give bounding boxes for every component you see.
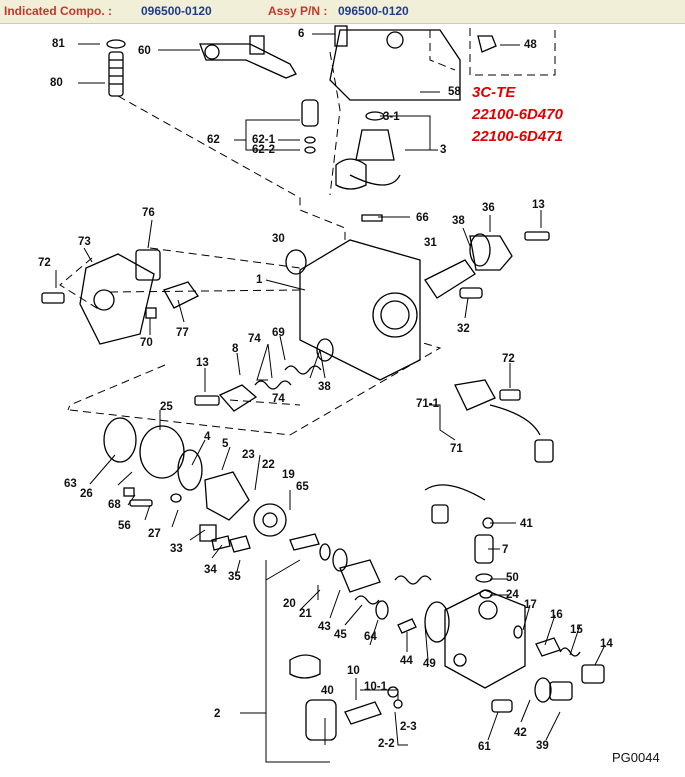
- callout-label: 2: [214, 708, 220, 720]
- callout-label: 74: [248, 333, 261, 345]
- callout-label: 40: [321, 685, 334, 697]
- callout-label: 68: [108, 499, 121, 511]
- callout-label: 31: [424, 237, 437, 249]
- callout-label: 61: [478, 741, 491, 753]
- callout-label: 36: [482, 202, 495, 214]
- callout-label: 7: [502, 544, 508, 556]
- callout-label: 58: [448, 86, 461, 98]
- callout-label: 62: [207, 134, 220, 146]
- callout-label: 3-1: [383, 111, 400, 123]
- callout-label: 49: [423, 658, 436, 670]
- indicated-compo-label: Indicated Compo. :: [4, 4, 112, 18]
- part-number-1: 22100-6D470: [471, 106, 564, 123]
- part-shapes: [41, 25, 605, 741]
- callout-label: 62-1: [252, 134, 276, 146]
- callout-label: 32: [457, 323, 470, 335]
- callout-label: 5: [222, 438, 229, 450]
- assy-pn-value: 096500-0120: [338, 4, 409, 18]
- callout-label: 44: [400, 655, 413, 667]
- callout-label: 30: [272, 233, 285, 245]
- callout-label: 6: [298, 28, 304, 40]
- callout-label: 23: [242, 449, 255, 461]
- callout-label: 3: [440, 144, 446, 156]
- callout-label: 66: [416, 212, 429, 224]
- dashed-guide-lines: [59, 28, 556, 436]
- callout-label: 70: [140, 337, 153, 349]
- callout-label: 33: [170, 543, 183, 555]
- assy-pn-label: Assy P/N :: [268, 4, 328, 18]
- callout-label: 50: [506, 572, 519, 584]
- callout-label: 74: [272, 393, 285, 405]
- callout-label: 73: [78, 236, 91, 248]
- callout-label: 27: [148, 528, 161, 540]
- callout-label: 62-2: [252, 144, 275, 156]
- callout-label: 13: [532, 199, 545, 211]
- engine-model-label: 3C-TE: [472, 84, 516, 101]
- callout-label: 21: [299, 608, 312, 620]
- callout-label: 48: [524, 39, 537, 51]
- callout-label: 2-2: [378, 738, 395, 750]
- callout-label: 38: [318, 381, 331, 393]
- callout-label: 10-1: [364, 681, 388, 693]
- callout-label: 64: [364, 631, 377, 643]
- callout-label: 69: [272, 327, 285, 339]
- callout-label: 2-3: [400, 721, 417, 733]
- indicated-compo-value: 096500-0120: [141, 4, 212, 18]
- callout-label: 41: [520, 518, 533, 530]
- callout-label: 20: [283, 598, 296, 610]
- callout-label: 60: [138, 45, 151, 57]
- callout-label: 4: [204, 431, 211, 443]
- callout-label: 34: [204, 564, 217, 576]
- callout-label: 72: [502, 353, 515, 365]
- callout-label: 13: [196, 357, 209, 369]
- leader-lines: [55, 33, 606, 763]
- callout-label: 26: [80, 488, 93, 500]
- callout-label: 65: [296, 481, 309, 493]
- callout-label: 38: [452, 215, 465, 227]
- callout-label: 71: [450, 443, 463, 455]
- callout-label: 56: [118, 520, 131, 532]
- callout-label: 71-1: [416, 398, 440, 410]
- callout-label: 1: [256, 274, 263, 286]
- callout-label: 17: [524, 599, 537, 611]
- component-header-bar: Indicated Compo. : 096500-0120 Assy P/N …: [0, 0, 685, 24]
- callout-label: 25: [160, 401, 173, 413]
- callout-label: 10: [347, 665, 360, 677]
- part-number-2: 22100-6D471: [471, 128, 563, 145]
- callout-label: 72: [38, 257, 51, 269]
- callout-label: 45: [334, 629, 347, 641]
- callout-label: 81: [52, 38, 65, 50]
- callout-label: 77: [176, 327, 189, 339]
- callout-label: 24: [506, 589, 519, 601]
- callout-label: 63: [64, 478, 77, 490]
- callout-label: 35: [228, 571, 241, 583]
- callout-label: 16: [550, 609, 563, 621]
- callout-label: 14: [600, 638, 613, 650]
- callout-label: 76: [142, 207, 155, 219]
- callout-label: 19: [282, 469, 295, 481]
- callout-label: 15: [570, 624, 583, 636]
- exploded-parts-diagram: 816080648586262-162-23-13766638361373303…: [38, 25, 660, 765]
- callout-label: 42: [514, 727, 527, 739]
- callout-label: 80: [50, 77, 63, 89]
- callout-label: 8: [232, 343, 239, 355]
- callout-label: 39: [536, 740, 549, 752]
- page-code: PG0044: [612, 750, 660, 765]
- callout-label: 22: [262, 459, 275, 471]
- callout-label: 43: [318, 621, 331, 633]
